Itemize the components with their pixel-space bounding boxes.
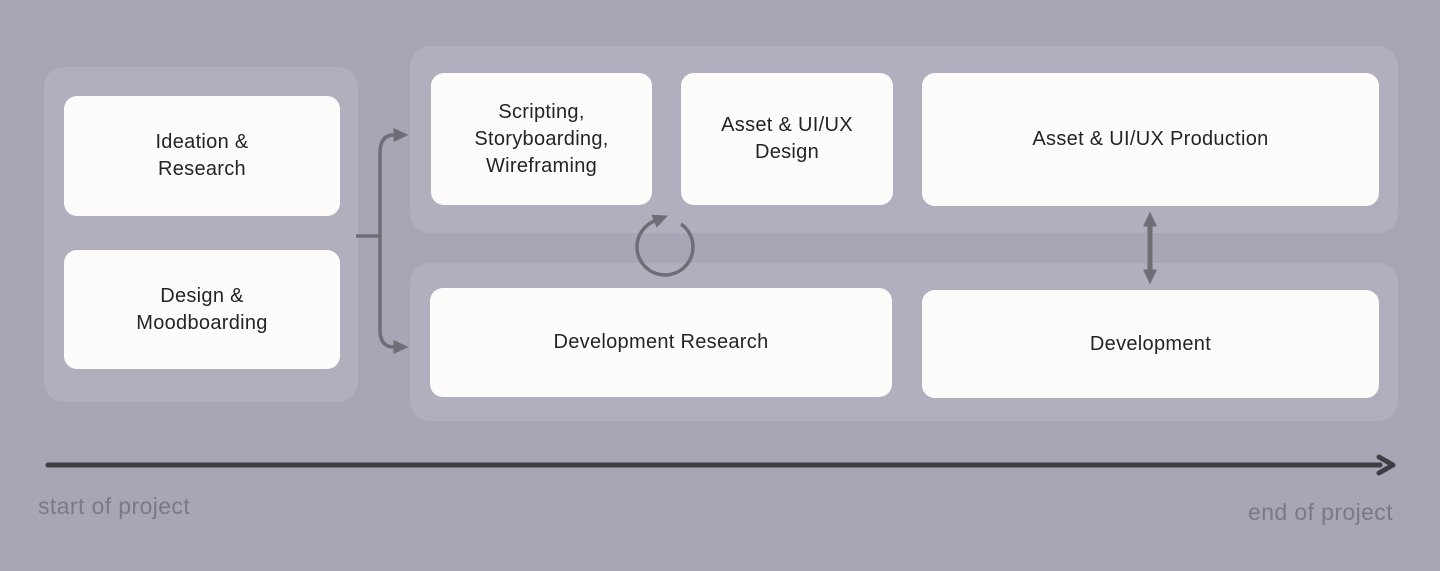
timeline-end-label: end of project bbox=[1248, 499, 1393, 525]
stage-label-scripting-storyboarding-wireframing: Scripting, Storyboarding, Wireframing bbox=[474, 100, 609, 177]
stage-label-development: Development bbox=[1089, 332, 1212, 355]
stage-label-development-research: Development Research bbox=[553, 331, 769, 353]
stage-card-development: Development bbox=[922, 290, 1379, 398]
stage-card-asset-uiux-design: Asset & UI/UX Design bbox=[681, 73, 893, 205]
stage-card-asset-uiux-production: Asset & UI/UX Production bbox=[922, 73, 1379, 206]
stage-card-ideation-research: Ideation & Research bbox=[64, 96, 340, 216]
stage-label-design-moodboarding: Design & Moodboarding bbox=[136, 284, 268, 334]
stage-card-design-moodboarding: Design & Moodboarding bbox=[64, 250, 340, 369]
stage-label-asset-uiux-production: Asset & UI/UX Production bbox=[1032, 128, 1269, 150]
stage-label-ideation-research: Ideation & Research bbox=[155, 131, 249, 180]
branch-arrow-icon bbox=[356, 128, 409, 354]
stage-card-development-research: Development Research bbox=[430, 288, 892, 397]
timeline-start-label: start of project bbox=[38, 493, 191, 519]
stage-card-scripting-storyboarding-wireframing: Scripting, Storyboarding, Wireframing bbox=[431, 73, 652, 205]
stage-label-asset-uiux-design: Asset & UI/UX Design bbox=[721, 114, 853, 163]
